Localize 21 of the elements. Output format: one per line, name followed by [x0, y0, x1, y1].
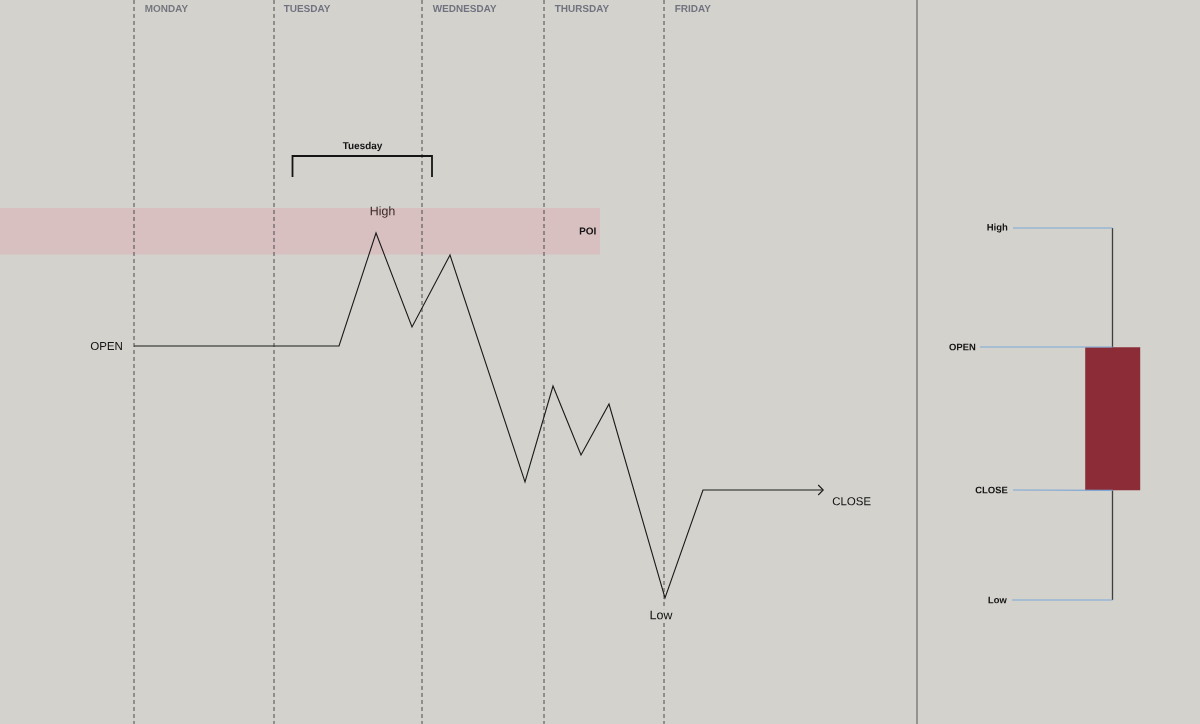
leader-line: [1012, 489, 1114, 491]
bracket-label: Tuesday: [342, 141, 383, 152]
candle-label: OPEN: [949, 343, 976, 351]
day-label: THURSDAY: [554, 4, 609, 12]
price-label: CLOSE: [832, 497, 871, 506]
point-label: High: [370, 206, 395, 218]
day-label: WEDNESDAY: [432, 4, 497, 12]
day-label: MONDAY: [145, 4, 188, 12]
price-path: [133, 231, 824, 600]
point-label: Low: [648, 609, 674, 621]
zone-label: POI: [579, 227, 596, 235]
day-label: TUESDAY: [283, 4, 331, 12]
day-label: FRIDAY: [675, 5, 711, 12]
candle-label: CLOSE: [975, 486, 1008, 494]
leader-line: [1012, 227, 1114, 229]
candle-body: [1085, 347, 1141, 491]
leader-line: [979, 346, 1114, 348]
candle-label: Low: [988, 596, 1007, 604]
candle-label: High: [987, 223, 1008, 233]
leader-line: [1011, 599, 1114, 601]
price-label: OPEN: [90, 341, 122, 351]
